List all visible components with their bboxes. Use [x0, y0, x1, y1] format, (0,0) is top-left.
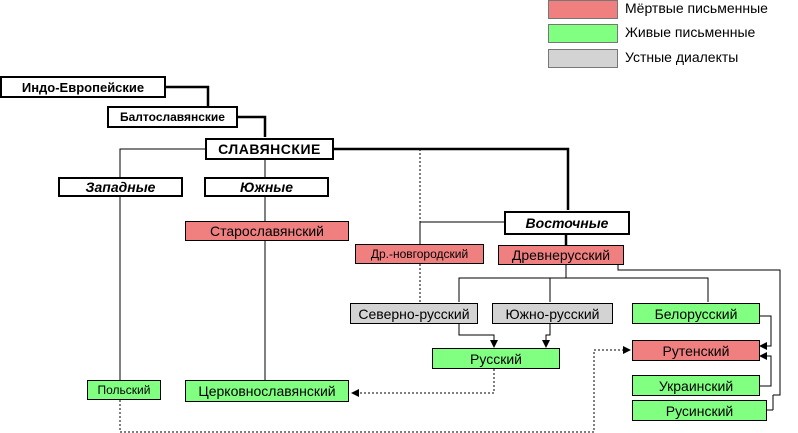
node-ruthenian: Рутенский	[632, 340, 760, 361]
arrow-ukrainian-to-ruthenian	[759, 352, 772, 387]
node-church-slavonic: Церковнославянский	[185, 380, 349, 402]
arrow-lines	[458, 315, 774, 411]
node-russian: Русский	[432, 348, 560, 369]
thin-lines	[119, 148, 781, 396]
node-old-novgorod: Др.-новгородский	[355, 244, 484, 264]
node-old-church-slavonic: Старославянский	[185, 221, 349, 241]
dotted-russian-to-church	[351, 369, 495, 397]
arrow-north-to-russian	[458, 324, 498, 348]
node-slavic: СЛАВЯНСКИЕ	[205, 138, 334, 160]
dotted-polish-to-ruthenian	[119, 346, 631, 433]
node-rusyn: Русинский	[632, 400, 767, 421]
node-indo-european: Индо-Европейские	[0, 76, 166, 98]
legend-label-live: Живые письменные	[625, 24, 756, 40]
node-polish: Польский	[87, 380, 161, 400]
line-slavic-to-eastern	[333, 147, 570, 210]
arrow-belarusian-to-ruthenian	[759, 315, 772, 350]
node-eastern: Восточные	[504, 211, 630, 235]
node-western: Западные	[58, 177, 183, 197]
arrow-south-to-russian	[542, 324, 551, 348]
line-oldeast-to-ukrainian	[617, 264, 781, 396]
line-oldeast-to-south	[459, 277, 551, 302]
node-south-russian: Южно-русский	[492, 303, 613, 324]
legend-swatch-live	[548, 24, 618, 43]
line-balto-to-slavic	[237, 115, 267, 137]
line-oldeast-to-belarusian	[566, 277, 709, 302]
node-belarusian: Белорусский	[632, 303, 760, 324]
dotted-lines	[119, 149, 631, 433]
line-slavic-to-western	[119, 148, 206, 177]
node-balto-slavic: Балтославянские	[107, 106, 238, 128]
node-north-russian: Северно-русский	[350, 303, 478, 324]
legend-swatch-oral	[548, 49, 618, 68]
legend-label-dead: Мёртвые письменные	[625, 0, 768, 16]
node-ukrainian: Украинский	[632, 375, 760, 396]
line-indo-to-balto	[165, 85, 210, 106]
main-trunk-lines	[165, 85, 570, 247]
node-old-east-slavic: Древнерусский	[498, 245, 624, 265]
legend-label-oral: Устные диалекты	[625, 49, 739, 65]
node-southern: Южные	[204, 177, 329, 197]
legend-swatch-dead	[548, 0, 618, 19]
